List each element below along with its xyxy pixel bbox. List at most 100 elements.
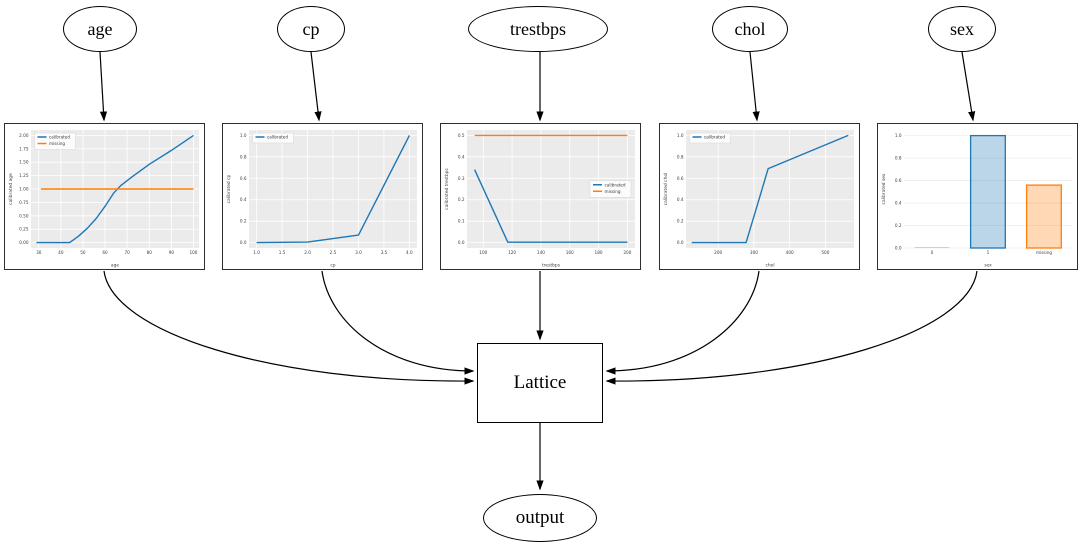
svg-text:200: 200	[623, 250, 631, 255]
svg-text:30: 30	[36, 250, 42, 255]
svg-text:1.0: 1.0	[253, 250, 260, 255]
svg-text:0.25: 0.25	[19, 227, 29, 232]
svg-text:0.4: 0.4	[458, 154, 465, 159]
svg-text:90: 90	[169, 250, 175, 255]
edge-chol-to-calibrator	[749, 51, 760, 122]
svg-text:0.0: 0.0	[895, 246, 902, 251]
svg-text:3.0: 3.0	[355, 250, 362, 255]
svg-text:0.6: 0.6	[895, 178, 902, 183]
svg-text:1.0: 1.0	[677, 133, 684, 138]
bar-missing	[1025, 184, 1062, 249]
input-node-chol: chol	[712, 6, 788, 52]
svg-text:0.00: 0.00	[19, 240, 29, 245]
svg-text:120: 120	[508, 250, 516, 255]
legend-box	[689, 132, 731, 144]
svg-text:0.4: 0.4	[895, 201, 902, 206]
svg-text:calibrated: calibrated	[49, 135, 70, 140]
x-axis-label: trestbps	[542, 263, 561, 269]
svg-text:0.8: 0.8	[240, 154, 247, 159]
y-axis-label: calibrated cp	[226, 174, 232, 203]
input-node-trestbps-label: trestbps	[510, 18, 566, 39]
svg-text:2.5: 2.5	[330, 250, 337, 255]
svg-text:0.2: 0.2	[458, 197, 465, 202]
svg-text:0.1: 0.1	[458, 219, 465, 224]
svg-text:1.25: 1.25	[19, 173, 29, 178]
x-axis-label: chol	[765, 263, 774, 269]
svg-text:0.6: 0.6	[677, 176, 684, 181]
y-axis-label: calibrated age	[8, 173, 14, 205]
x-axis-label: age	[111, 264, 119, 269]
svg-text:3.5: 3.5	[381, 250, 388, 255]
edge-sex-calibrator-to-lattice	[605, 270, 978, 385]
svg-text:0.0: 0.0	[677, 240, 684, 245]
svg-text:100: 100	[479, 250, 487, 255]
edge-cp-calibrator-to-lattice	[321, 270, 475, 375]
svg-text:0.3: 0.3	[458, 176, 465, 181]
input-node-sex: sex	[928, 6, 996, 52]
svg-text:0.8: 0.8	[677, 154, 684, 159]
input-node-cp-label: cp	[302, 18, 320, 39]
input-node-trestbps: trestbps	[468, 6, 608, 52]
svg-text:1.50: 1.50	[19, 160, 29, 165]
svg-text:1: 1	[987, 250, 990, 255]
input-node-cp: cp	[277, 6, 345, 52]
lattice-node-label: Lattice	[513, 372, 567, 393]
axes-area	[686, 130, 854, 248]
svg-text:40: 40	[58, 250, 64, 255]
legend-box	[252, 132, 294, 144]
svg-text:1.0: 1.0	[895, 133, 902, 138]
svg-text:0.0: 0.0	[240, 240, 247, 245]
svg-text:0.8: 0.8	[895, 156, 902, 161]
svg-text:1.0: 1.0	[240, 133, 247, 138]
y-axis-label: calibrated sex	[881, 173, 887, 204]
edge-cp-to-calibrator	[310, 51, 322, 122]
svg-text:400: 400	[786, 250, 794, 255]
svg-text:0.5: 0.5	[458, 133, 465, 138]
series-calibrated	[473, 169, 628, 243]
input-node-chol-label: chol	[734, 18, 766, 39]
svg-text:50: 50	[80, 250, 86, 255]
svg-text:0.0: 0.0	[458, 240, 465, 245]
series-calibrated	[691, 134, 849, 244]
svg-text:1.5: 1.5	[279, 250, 286, 255]
edge-age-calibrator-to-lattice	[103, 270, 475, 385]
svg-text:2.00: 2.00	[19, 133, 29, 138]
svg-text:180: 180	[595, 250, 603, 255]
svg-text:4.0: 4.0	[406, 250, 413, 255]
svg-text:0.4: 0.4	[240, 197, 247, 202]
svg-text:80: 80	[147, 250, 153, 255]
series-calibrated	[256, 135, 411, 244]
svg-text:calibrated: calibrated	[605, 182, 626, 187]
svg-text:70: 70	[124, 250, 130, 255]
input-node-age-label: age	[87, 18, 113, 39]
output-node-label: output	[515, 507, 565, 528]
y-axis-label: calibrated chol	[663, 173, 669, 206]
svg-text:0.75: 0.75	[19, 200, 29, 205]
svg-text:1.75: 1.75	[19, 146, 29, 151]
x-axis-label: sex	[984, 264, 992, 269]
svg-text:0: 0	[931, 250, 934, 255]
svg-text:0.6: 0.6	[240, 176, 247, 181]
edge-sex-to-calibrator	[961, 51, 976, 122]
svg-text:60: 60	[102, 250, 108, 255]
edge-chol-calibrator-to-lattice	[605, 270, 760, 375]
series-calibrated	[36, 134, 194, 244]
svg-text:160: 160	[566, 250, 574, 255]
x-axis-label: cp	[330, 264, 335, 269]
edge-age-to-calibrator	[99, 51, 108, 122]
bar-0	[914, 247, 950, 248]
svg-text:0.4: 0.4	[677, 197, 684, 202]
svg-text:1.00: 1.00	[19, 187, 29, 192]
svg-text:calibrated: calibrated	[267, 135, 288, 140]
input-node-age: age	[63, 6, 137, 52]
